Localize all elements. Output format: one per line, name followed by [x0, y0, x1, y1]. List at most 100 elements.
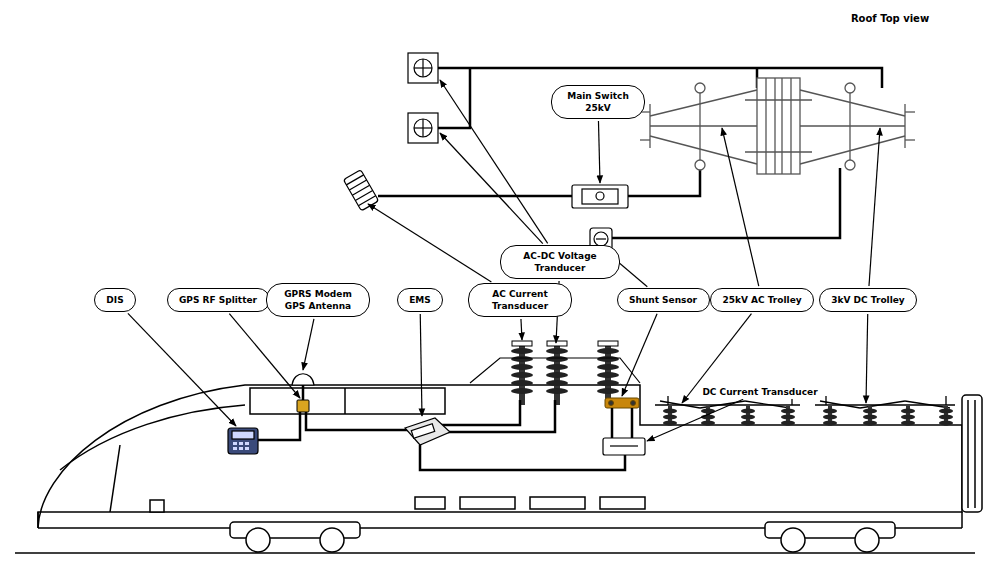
dis-display: [232, 431, 254, 439]
main-switch-box: [572, 185, 628, 208]
pantograph-top-view: [640, 139, 650, 140]
main-switch-box: [596, 192, 604, 200]
voltage-transducer-device: [408, 53, 438, 83]
leader-arrow: [440, 80, 548, 243]
internal-wiring: [442, 400, 555, 432]
dc-current-transducer-box: [603, 438, 645, 455]
leader-arrow: [229, 314, 300, 398]
dis-display: [245, 447, 249, 450]
roof-insulators: [597, 345, 619, 405]
main-switch-box: [582, 189, 618, 204]
folded-pantograph: [825, 396, 826, 405]
ems-unit: [411, 424, 434, 438]
rail-line: [15, 552, 975, 554]
folded-pantograph: [860, 401, 905, 408]
pantograph-top-view: [800, 136, 905, 164]
insulator-caps: [512, 341, 618, 346]
main-switch-box: [572, 185, 628, 208]
view-heading: Roof Top view: [849, 12, 931, 25]
roof-wiring: [628, 168, 700, 196]
train-body: [250, 388, 445, 414]
gps-antenna: [292, 374, 314, 385]
leader-arrow: [440, 133, 543, 244]
component-name: GPRS Modem GPS Antenna: [278, 288, 358, 312]
roof-wiring: [612, 168, 840, 238]
train-body: [60, 405, 245, 470]
dis-display: [239, 442, 243, 445]
pantograph-top-view: [781, 78, 782, 174]
train-body: [150, 500, 164, 512]
bogie: [781, 528, 805, 552]
pantograph-insulators: [701, 406, 715, 426]
internal-wiring: [611, 408, 614, 438]
label-pill: GPRS Modem GPS Antenna: [266, 283, 370, 317]
dis-display: [233, 442, 249, 450]
train-body: [38, 385, 962, 528]
label-pill: EMS: [397, 288, 443, 312]
insulator-caps: [547, 341, 567, 346]
bogie: [230, 522, 895, 552]
pantograph-insulators: [939, 406, 953, 426]
roof-wiring: [378, 68, 882, 238]
train-body: [962, 395, 982, 512]
gps-splitter: [297, 400, 309, 412]
label-pill: GPS RF Splitter: [167, 288, 270, 312]
voltage-transducer-device: [414, 119, 432, 137]
pantograph-top-view: [845, 160, 855, 170]
surge-arrester: [343, 170, 378, 211]
dis-display: [228, 428, 258, 454]
component-name: AC Current Transducer: [480, 288, 560, 312]
ems-unit: [405, 418, 450, 445]
label-pill: 3kV DC Trolley: [819, 288, 917, 312]
train-body: [37, 512, 39, 528]
pantograph-top-view: [699, 93, 700, 160]
round-sensor: [596, 238, 606, 239]
leader-arrow: [869, 128, 880, 286]
leader-arrow: [622, 314, 657, 396]
dis-display: [245, 442, 249, 445]
train-body: [110, 445, 120, 512]
train-body: [974, 400, 976, 508]
voltage-transducer-device: [408, 53, 438, 143]
gps-antenna: [292, 374, 314, 385]
pantograph-top-view: [695, 160, 705, 170]
internal-wiring: [302, 385, 305, 400]
voltage-transducer-device: [414, 59, 432, 77]
dc-current-transducer-box: [610, 445, 638, 446]
pantograph-top-view: [650, 90, 757, 116]
pantograph-insulators: [781, 406, 795, 426]
pantograph-top-view: [765, 78, 766, 174]
label-pill: 25kV AC Trolley: [710, 288, 814, 312]
internal-wiring: [306, 412, 408, 430]
pantograph-top-view: [650, 125, 757, 126]
pantograph-top-view: [745, 151, 812, 152]
label-pill: Shunt Sensor: [617, 288, 710, 312]
pantograph-top-view: [640, 78, 915, 174]
surge-arrester: [343, 170, 378, 211]
folded-pantograph: [905, 401, 950, 408]
bogie: [855, 528, 879, 552]
label-pill: AC-DC Voltage Tranducer: [500, 245, 620, 279]
leader-arrow: [598, 121, 600, 183]
leader-arrow: [420, 314, 422, 416]
leader-arrow: [866, 314, 868, 403]
internal-wiring: [440, 400, 520, 425]
pantograph-top-view: [800, 90, 905, 116]
component-name: AC-DC Voltage Tranducer: [512, 250, 608, 274]
pantograph-top-view: [790, 78, 791, 174]
dis-display: [233, 447, 237, 450]
shunt-bar: [609, 401, 614, 406]
roof-insulators: [511, 345, 533, 405]
voltage-transducer-device: [408, 113, 438, 143]
voltage-transducer-device: [414, 67, 432, 68]
internal-wiring: [631, 408, 634, 438]
label-pill: Main Switch 25kV: [551, 85, 645, 119]
train-body: [961, 512, 963, 528]
train-body: [600, 497, 645, 509]
dc-current-transducer-box: [603, 438, 645, 455]
pantograph-top-view: [849, 93, 850, 160]
folded-pantograph: [945, 396, 946, 405]
component-name: DC Current Transducer: [700, 386, 819, 399]
